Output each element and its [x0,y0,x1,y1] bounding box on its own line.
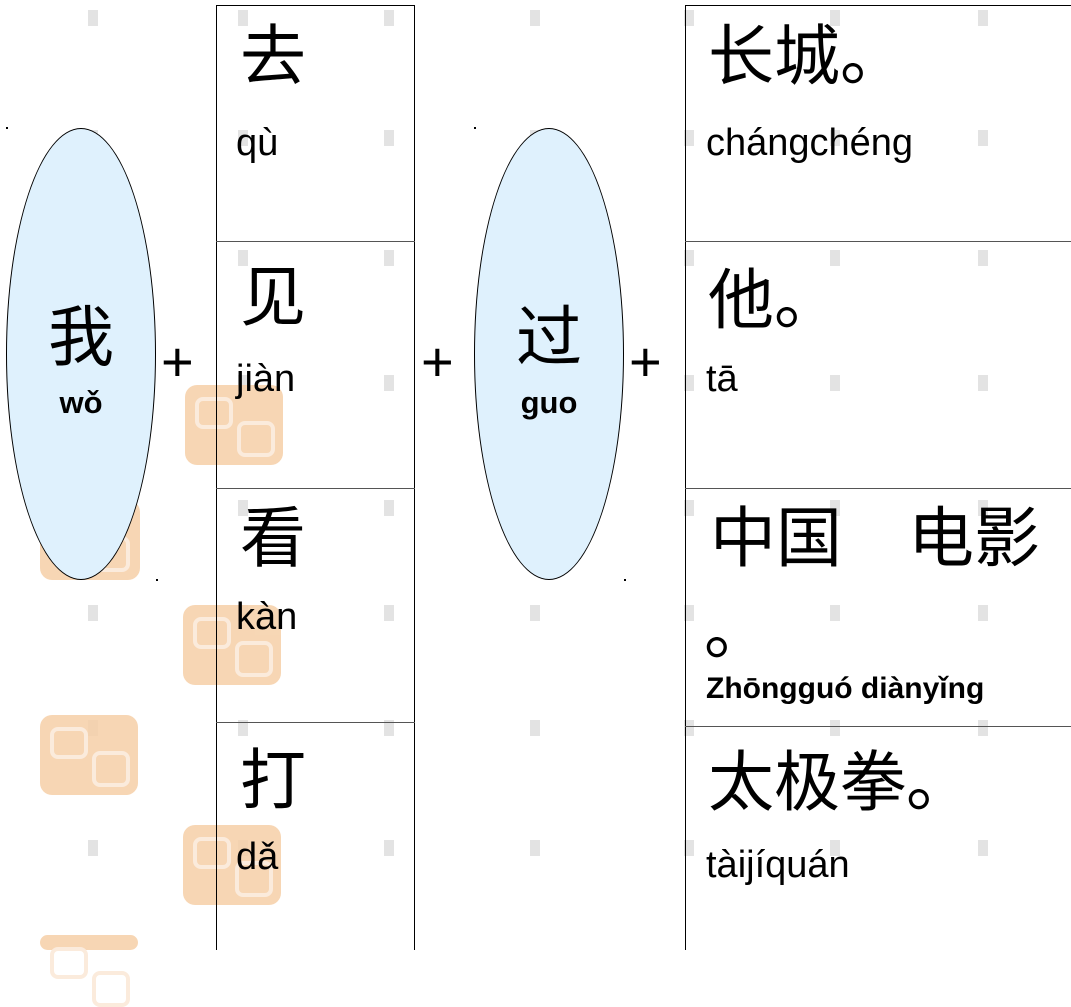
seal-stamp-icon [183,605,281,685]
background-dash [684,250,694,266]
background-dash [238,250,248,266]
background-dash [238,375,248,391]
subject-ellipse: 我 wǒ [6,128,156,580]
background-dash [978,375,988,391]
objects-column [685,5,1071,950]
background-dash [384,130,394,146]
background-dash [830,10,840,26]
background-dash [88,605,98,621]
guo-character: 过 [516,299,582,376]
background-dash [830,375,840,391]
background-dash [530,840,540,856]
background-dash [238,500,248,516]
background-dash [684,10,694,26]
background-dash [978,10,988,26]
background-dash [384,500,394,516]
background-dash [978,250,988,266]
background-dash [384,250,394,266]
background-dash [978,720,988,736]
row-divider [216,488,415,489]
verb-character: 打 [240,742,306,819]
verb-pinyin: jiàn [236,358,296,400]
background-dash [530,605,540,621]
object-pinyin: tā [706,358,738,400]
verbs-column [216,5,415,950]
plus-sign: + [421,330,454,393]
row-divider [685,488,1071,489]
row-divider [685,726,1071,727]
background-dash [238,130,248,146]
verb-character: 看 [240,500,306,577]
object-character-wrap: 。 [704,592,770,669]
background-dash [978,840,988,856]
plus-sign: + [629,330,662,393]
plus-sign: + [161,330,194,393]
background-dash [530,10,540,26]
background-dash [384,605,394,621]
dot-mark [474,127,476,129]
background-dash [684,375,694,391]
dot-mark [624,579,626,581]
background-dash [978,130,988,146]
subject-pinyin: wǒ [59,385,103,420]
background-dash [830,250,840,266]
background-dash [978,500,988,516]
background-dash [384,720,394,736]
verb-pinyin: kàn [236,596,298,638]
background-dash [384,375,394,391]
background-dash [684,720,694,736]
seal-stamp-icon [183,825,281,905]
verb-character: 见 [240,259,306,336]
object-character: 他。 [708,262,840,339]
guo-pinyin: guo [520,385,578,420]
guo-ellipse: 过 guo [474,128,624,580]
object-character: 长城。 [708,18,906,95]
background-dash [238,10,248,26]
background-dash [978,605,988,621]
background-dash [830,720,840,736]
object-pinyin: chángchéng [706,122,914,164]
dot-mark [6,127,8,129]
row-divider [216,722,415,723]
row-divider [216,241,415,242]
seal-stamp-icon [40,715,138,795]
object-pinyin: tàijíquán [706,844,850,886]
verb-character: 去 [240,18,306,95]
background-dash [684,605,694,621]
background-dash [830,840,840,856]
background-dash [830,130,840,146]
object-character: 中国 电影 [710,500,1040,577]
background-dash [238,720,248,736]
background-dash [384,10,394,26]
background-dash [684,130,694,146]
background-dash [684,840,694,856]
object-pinyin: Zhōngguó diànyǐng [706,672,985,705]
subject-character: 我 [48,299,114,376]
background-dash [88,840,98,856]
background-dash [684,500,694,516]
background-dash [384,840,394,856]
dot-mark [156,579,158,581]
background-dash [830,605,840,621]
verb-pinyin: dǎ [236,836,279,878]
seal-stamp-icon [40,935,138,1007]
background-dash [88,10,98,26]
seal-stamp-icon [185,385,283,465]
object-character: 太极拳。 [708,744,972,821]
row-divider [685,241,1071,242]
background-dash [830,500,840,516]
verb-pinyin: qù [236,122,279,164]
background-dash [530,720,540,736]
